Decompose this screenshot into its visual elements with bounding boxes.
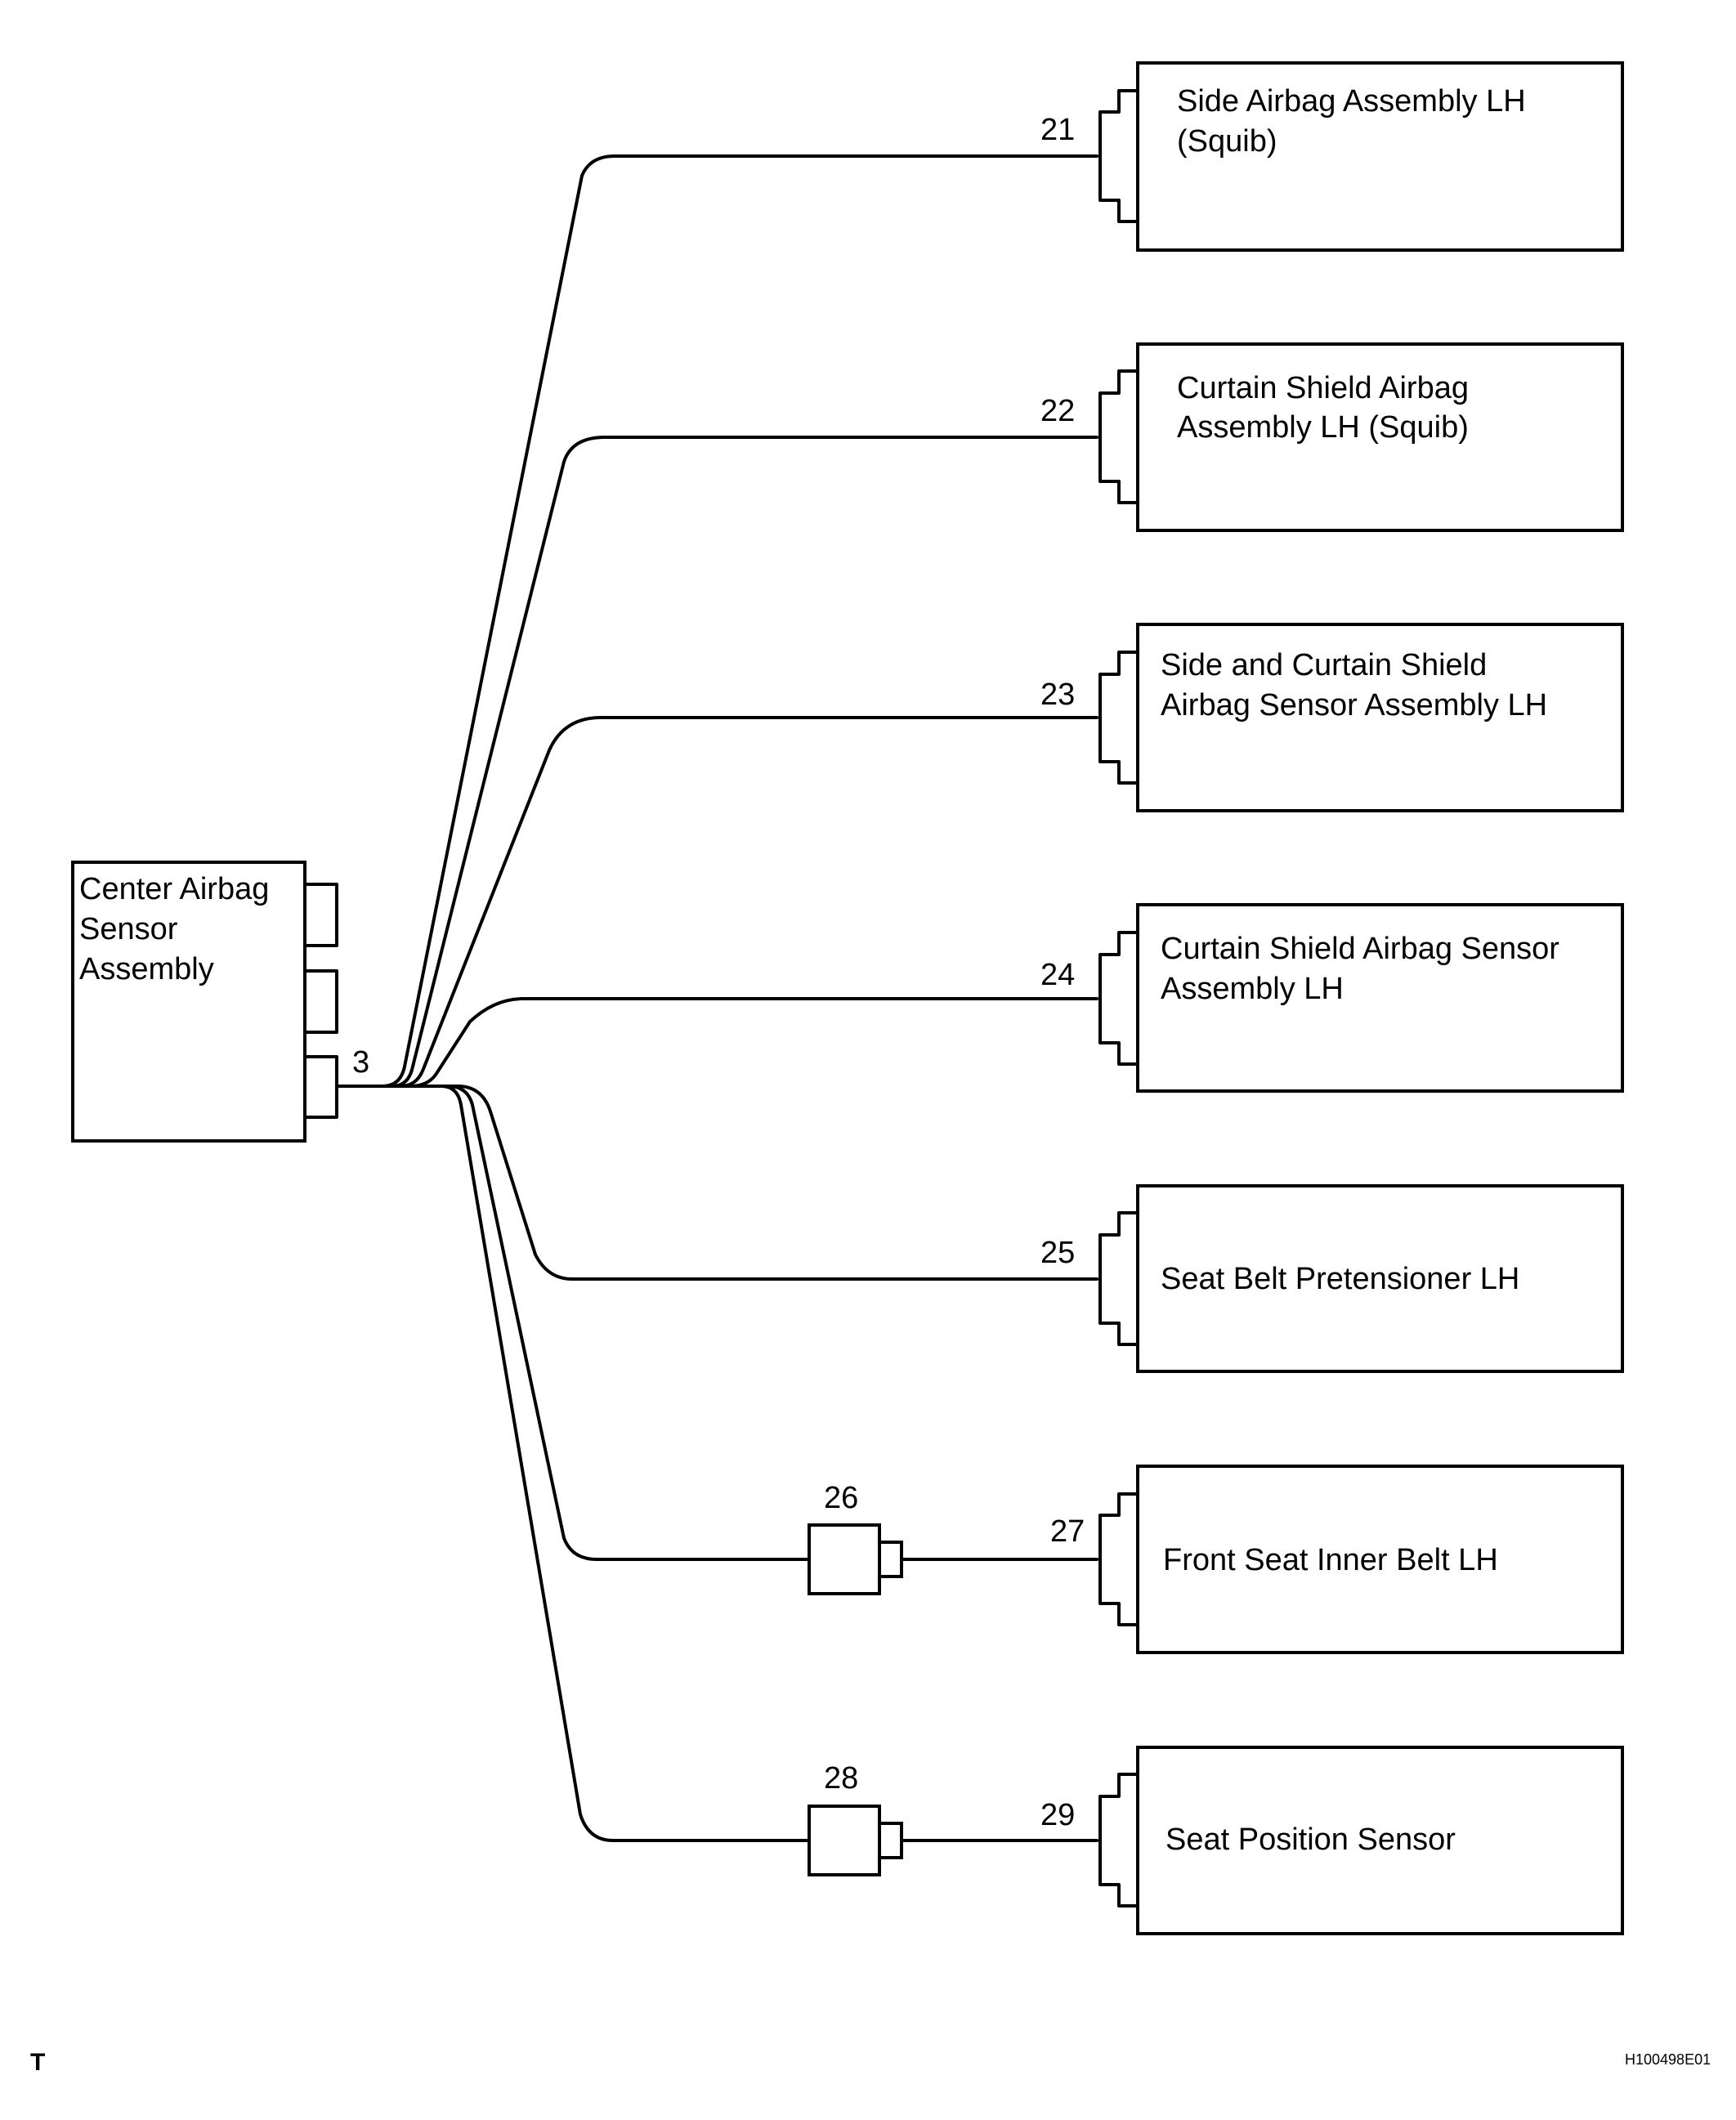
- wire-22: [335, 436, 1098, 1088]
- center-airbag-label-line-1: Center Airbag: [79, 872, 269, 906]
- connector-number-29: 29: [1040, 1798, 1075, 1832]
- wire-24: [335, 997, 1098, 1088]
- harness-lines: [335, 154, 1098, 1842]
- inline-connector-28: 28: [808, 1761, 903, 1876]
- component-label-line-1: Seat Position Sensor: [1166, 1823, 1456, 1857]
- connector-number-3: 3: [352, 1045, 369, 1080]
- figure-code: H100498E01: [1625, 2051, 1711, 2068]
- connector-number-26: 26: [824, 1481, 858, 1515]
- component-side-curtain-shield-sensor-lh: 23 Side and Curtain Shield Airbag Sensor…: [1040, 623, 1624, 812]
- component-seat-position-sensor: 29 Seat Position Sensor 28: [808, 1746, 1624, 1935]
- component-curtain-shield-sensor-lh: 24 Curtain Shield Airbag Sensor Assembly…: [1040, 903, 1624, 1093]
- connector-socket-27: [1098, 1492, 1139, 1626]
- center-airbag-label-line-2: Sensor: [79, 912, 178, 946]
- ecu-socket-3: [303, 1055, 338, 1119]
- center-airbag-label-line-3: Assembly: [79, 952, 214, 986]
- component-label-line-1: Seat Belt Pretensioner LH: [1161, 1262, 1519, 1296]
- corner-mark: T: [30, 2049, 45, 2076]
- component-label-line-1: Side Airbag Assembly LH: [1177, 84, 1526, 119]
- connector-number-21: 21: [1040, 113, 1075, 147]
- wire-29: [335, 1085, 811, 1842]
- connector-socket-23: [1098, 651, 1139, 785]
- connector-number-28: 28: [824, 1761, 858, 1796]
- component-label-line-1: Front Seat Inner Belt LH: [1163, 1543, 1498, 1577]
- component-side-airbag-lh: 21 Side Airbag Assembly LH (Squib): [1040, 61, 1624, 252]
- connector-number-25: 25: [1040, 1236, 1075, 1270]
- connector-socket-22: [1098, 369, 1139, 504]
- wire-25: [335, 1085, 1098, 1281]
- connector-socket-24: [1098, 931, 1139, 1066]
- center-airbag-sensor-assembly: Center Airbag Sensor Assembly 3: [71, 861, 369, 1143]
- connector-number-24: 24: [1040, 958, 1075, 992]
- wire-21: [335, 154, 1098, 1088]
- component-label-line-1: Curtain Shield Airbag Sensor: [1161, 932, 1559, 966]
- connector-number-22: 22: [1040, 394, 1075, 428]
- ecu-socket-1: [303, 883, 338, 947]
- connector-number-27: 27: [1050, 1514, 1085, 1549]
- ecu-socket-2: [303, 969, 338, 1034]
- component-seat-belt-pretensioner-lh: 25 Seat Belt Pretensioner LH: [1040, 1184, 1624, 1373]
- component-label-line-2: Airbag Sensor Assembly LH: [1161, 688, 1547, 722]
- connector-number-23: 23: [1040, 678, 1075, 712]
- wire-23: [335, 716, 1098, 1088]
- connector-socket-25: [1098, 1211, 1139, 1346]
- component-front-seat-inner-belt-lh: 27 Front Seat Inner Belt LH 26: [808, 1465, 1624, 1654]
- component-label-line-2: (Squib): [1177, 124, 1277, 159]
- component-label-line-1: Side and Curtain Shield: [1161, 648, 1487, 682]
- connector-socket-29: [1098, 1773, 1139, 1908]
- connector-socket-21: [1098, 89, 1139, 223]
- component-label-line-2: Assembly LH (Squib): [1177, 410, 1469, 445]
- inline-connector-26: 26: [808, 1481, 903, 1595]
- wire-27: [335, 1085, 811, 1561]
- component-curtain-shield-airbag-lh: 22 Curtain Shield Airbag Assembly LH (Sq…: [1040, 342, 1624, 532]
- component-label-line-2: Assembly LH: [1161, 972, 1344, 1006]
- component-label-line-1: Curtain Shield Airbag: [1177, 371, 1469, 405]
